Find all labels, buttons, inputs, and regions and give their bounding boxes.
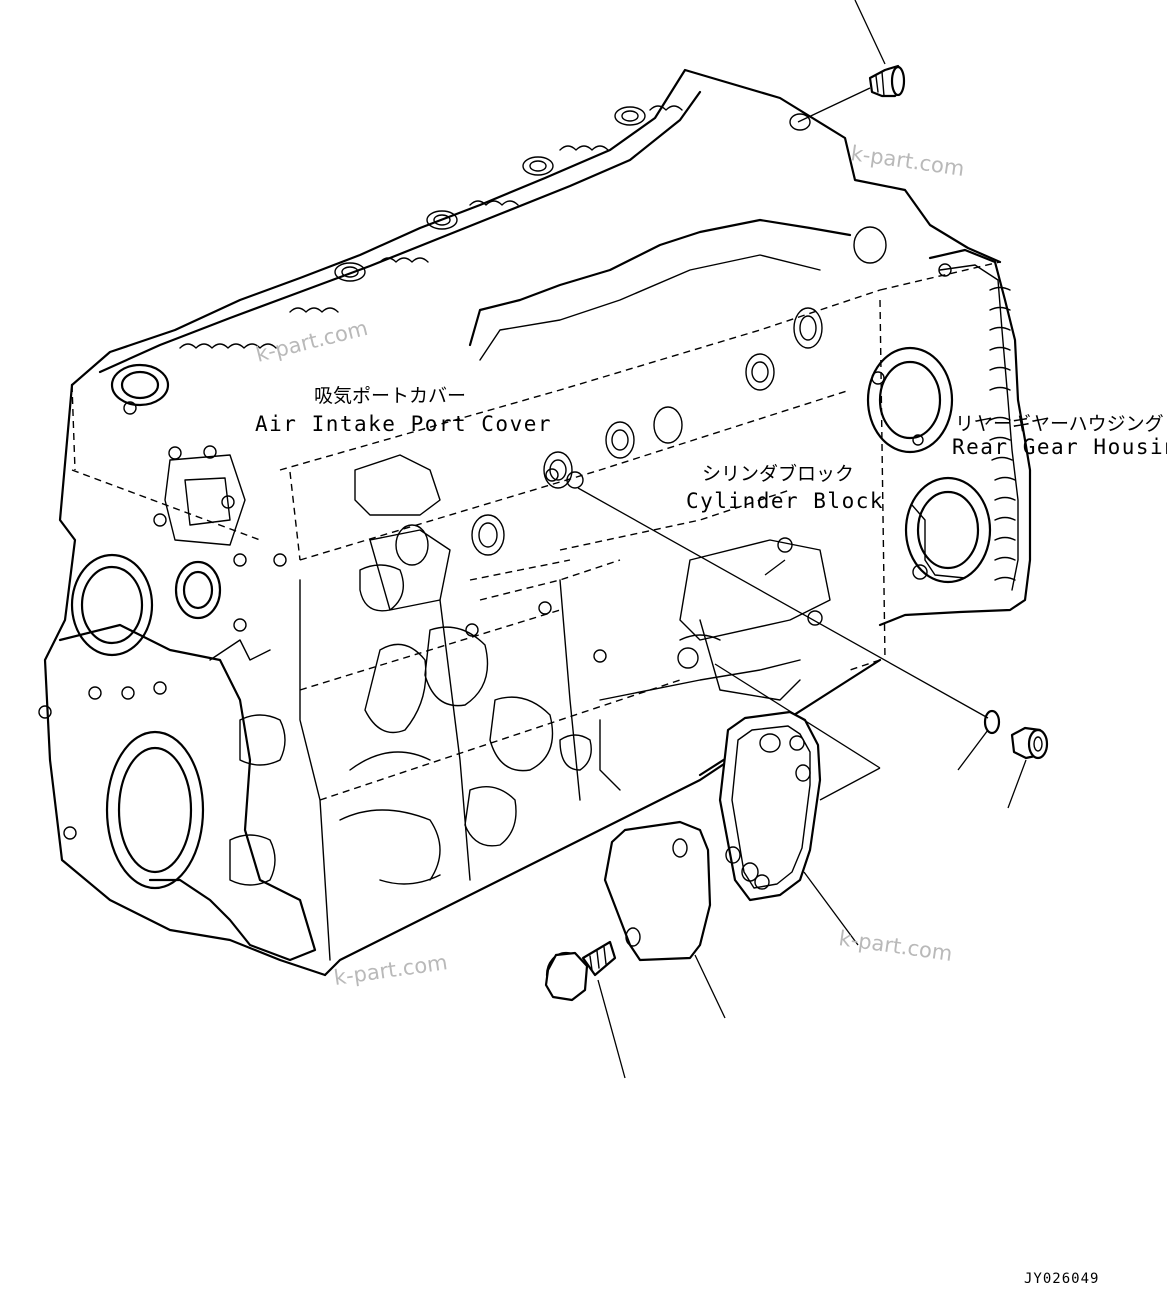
intake-cover-label-jp: 吸気ポートカバー: [314, 385, 466, 407]
watermark: k-part.com: [837, 926, 954, 966]
figure-code: JY026049: [1024, 1271, 1099, 1287]
cylinder-block-label-en: Cylinder Block: [686, 489, 884, 513]
watermark: k-part.com: [253, 316, 370, 367]
leader-lines: [577, 0, 1027, 1079]
plug-part: [868, 64, 906, 98]
engine-block-drawing: [38, 68, 1032, 977]
intake-cover-label-en: Air Intake Port Cover: [255, 412, 552, 436]
cover-plate-part: [603, 820, 712, 962]
drain-plug-part: [1010, 726, 1049, 760]
rear-gear-housing-label-en: Rear Gear Housing: [952, 435, 1167, 459]
gasket-part: [718, 710, 822, 902]
rear-gear-housing-label-jp: リヤーギヤーハウジング: [955, 413, 1164, 435]
o-ring-part: [983, 709, 1001, 735]
flange-bolt-part: [544, 940, 617, 1002]
watermark: k-part.com: [849, 141, 966, 181]
cylinder-block-label-jp: シリンダブロック: [702, 462, 854, 485]
